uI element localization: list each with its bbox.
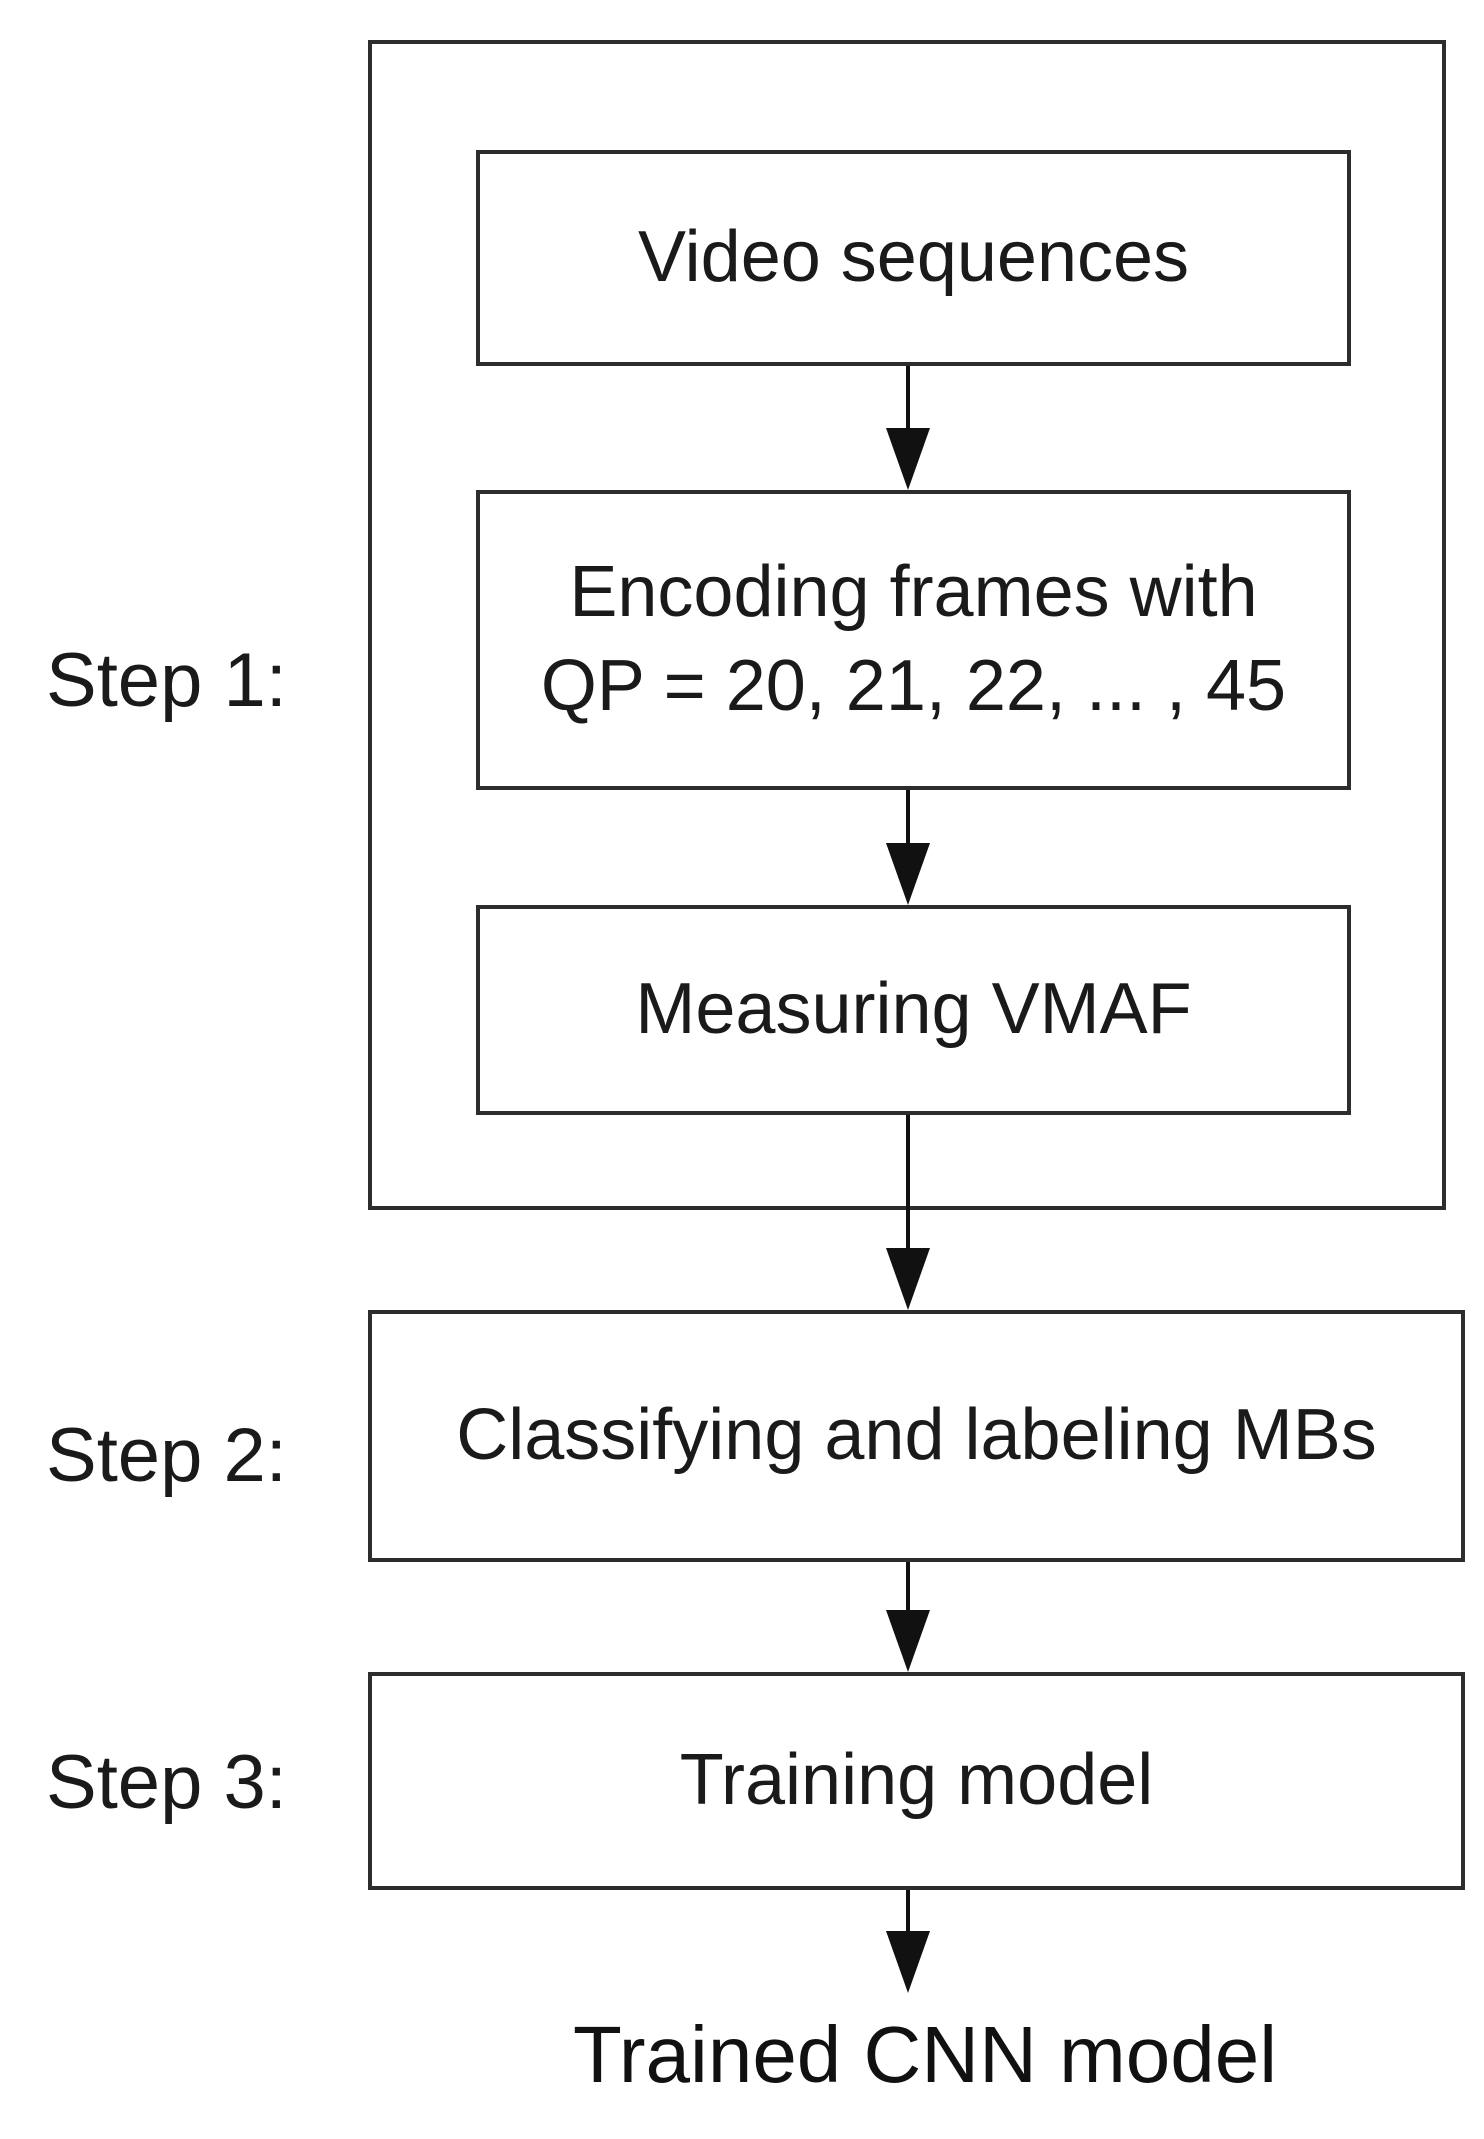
arrow-shaft: [906, 366, 910, 428]
output-trained-cnn-model: Trained CNN model: [573, 2010, 1277, 2099]
arrowhead-down-icon: [886, 1931, 930, 1993]
node-video-sequences-label: Video sequences: [637, 217, 1190, 298]
node-encoding-frames-line2: QP = 20, 21, 22, ... , 45: [540, 646, 1287, 726]
arrow-shaft: [906, 790, 910, 843]
arrowhead-down-icon: [886, 843, 930, 905]
arrowhead-down-icon: [886, 428, 930, 490]
node-encoding-frames-line1: Encoding frames with: [569, 552, 1258, 633]
arrow-step1-to-classifying: [886, 1115, 930, 1310]
arrow-shaft: [906, 1890, 910, 1931]
step1-label: Step 1:: [46, 637, 287, 723]
arrow-shaft: [906, 1562, 910, 1610]
step3-label: Step 3:: [46, 1739, 287, 1825]
node-training-model: Training model: [368, 1672, 1465, 1890]
arrow-encoding-to-measuring: [886, 790, 930, 905]
arrowhead-down-icon: [886, 1610, 930, 1672]
node-training-model-label: Training model: [679, 1740, 1154, 1821]
step2-label: Step 2:: [46, 1412, 287, 1498]
arrow-shaft: [906, 1115, 910, 1248]
arrow-training-to-output: [886, 1890, 930, 1993]
node-measuring-vmaf-label: Measuring VMAF: [635, 969, 1192, 1050]
arrow-classifying-to-training: [886, 1562, 930, 1672]
arrow-video-to-encoding: [886, 366, 930, 490]
arrowhead-down-icon: [886, 1248, 930, 1310]
node-video-sequences: Video sequences: [476, 150, 1351, 366]
node-classifying-labeling-mbs: Classifying and labeling MBs: [368, 1310, 1465, 1562]
node-measuring-vmaf: Measuring VMAF: [476, 905, 1351, 1115]
node-classifying-labeling-mbs-label: Classifying and labeling MBs: [456, 1395, 1377, 1476]
node-encoding-frames: Encoding frames with QP = 20, 21, 22, ..…: [476, 490, 1351, 790]
